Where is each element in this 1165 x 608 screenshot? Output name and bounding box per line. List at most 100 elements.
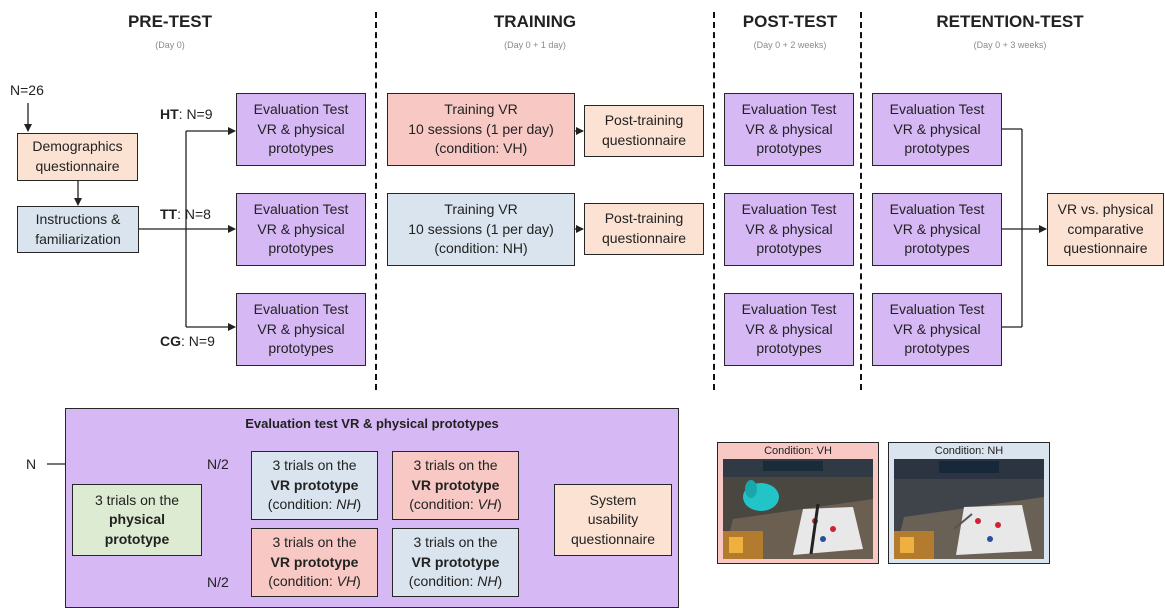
training-vh-line-1: Training VR <box>444 101 518 118</box>
eval-line-1: Evaluation Test <box>741 201 837 218</box>
eval-line-1: Evaluation Test <box>253 101 349 118</box>
comparative-line-1: VR vs. physical <box>1057 201 1154 218</box>
group-code-tt: TT <box>160 206 178 222</box>
panel-half-bottom-label: N/2 <box>207 574 229 590</box>
instructions-line-2: familiarization <box>35 230 121 247</box>
vr-nh-cond-code: NH <box>336 496 357 513</box>
panel-title: Evaluation test VR & physical prototypes <box>245 416 499 431</box>
phase-title-retention: RETENTION-TEST <box>936 12 1084 31</box>
group-n-cg: : N=9 <box>181 333 215 349</box>
post-training-line-2: questionnaire <box>601 230 687 246</box>
phase-sub-retention: (Day 0 + 3 weeks) <box>973 40 1047 50</box>
vr-scene-vh-image <box>723 459 873 559</box>
vr-vh-cond-code: VH <box>477 496 498 513</box>
group-label-tt: TT: N=8 <box>160 206 211 222</box>
vr-vh-first-box: 3 trials on the VR prototype (condition:… <box>251 528 378 597</box>
photo-condition-nh: Condition: NH <box>888 442 1050 564</box>
comparative-line-2: comparative <box>1067 220 1144 237</box>
post-training-questionnaire-nh: Post-training questionnaire <box>584 203 704 255</box>
vr-nh-line-1: 3 trials on the <box>272 457 357 474</box>
retention-eval-tt: Evaluation Test VR & physical prototypes <box>872 193 1002 266</box>
eval-line-2: VR & physical <box>893 220 981 237</box>
training-vh-line-3: (condition: VH) <box>434 140 528 157</box>
vr-nh-second-box: 3 trials on the VR prototype (condition:… <box>392 528 519 597</box>
vr-nh-cond-prefix: (condition: <box>267 496 337 513</box>
sus-line-1: System <box>589 491 637 508</box>
separator-1 <box>375 12 377 390</box>
post-training-line-1: Post-training <box>604 210 684 227</box>
training-vh-line-2: 10 sessions (1 per day) <box>408 120 554 137</box>
training-nh-line-3: (condition: NH) <box>434 240 528 257</box>
training-nh-line-1: Training VR <box>444 201 518 218</box>
sus-line-3: questionnaire <box>570 530 656 547</box>
comparative-line-3: questionnaire <box>1063 240 1148 257</box>
pretest-eval-tt: Evaluation Test VR & physical prototypes <box>236 193 366 266</box>
physical-line-2: physical <box>108 511 166 528</box>
vr-vh-cond-prefix: (condition: <box>409 496 478 513</box>
vr-nh-line-2: VR prototype <box>270 476 359 493</box>
phase-sub-posttest: (Day 0 + 2 weeks) <box>753 40 827 50</box>
group-code-ht: HT <box>160 106 179 122</box>
instructions-box: Instructions & familiarization <box>17 206 139 253</box>
demographics-box: Demographics questionnaire <box>17 133 138 181</box>
eval-line-2: VR & physical <box>893 120 981 137</box>
vr-vh-line-2: VR prototype <box>270 553 359 570</box>
phase-title-pretest: PRE-TEST <box>127 12 213 31</box>
posttest-eval-ht: Evaluation Test VR & physical prototypes <box>724 93 854 166</box>
vr-vh-cond-prefix: (condition: <box>268 573 337 590</box>
vr-nh-line-3: (condition: NH) <box>409 572 502 592</box>
phase-title-posttest: POST-TEST <box>742 12 838 31</box>
vr-vh-cond-code: VH <box>336 573 357 590</box>
phase-title-training: TRAINING <box>493 12 577 31</box>
vr-vh-cond-suffix: ) <box>356 573 361 590</box>
training-vh-box: Training VR 10 sessions (1 per day) (con… <box>387 93 575 166</box>
photo-caption-vh: Condition: VH <box>764 445 832 457</box>
vr-scene-nh-image <box>894 459 1044 559</box>
eval-line-1: Evaluation Test <box>741 101 837 118</box>
pretest-eval-ht: Evaluation Test VR & physical prototypes <box>236 93 366 166</box>
eval-line-2: VR & physical <box>745 120 833 137</box>
retention-eval-cg: Evaluation Test VR & physical prototypes <box>872 293 1002 366</box>
eval-line-2: VR & physical <box>257 320 345 337</box>
group-label-cg: CG: N=9 <box>160 333 215 349</box>
sus-questionnaire-box: System usability questionnaire <box>554 484 672 556</box>
vr-nh-first-box: 3 trials on the VR prototype (condition:… <box>251 451 378 520</box>
separator-2 <box>713 12 715 390</box>
eval-line-2: VR & physical <box>257 220 345 237</box>
vr-nh-cond-prefix: (condition: <box>408 573 478 590</box>
vr-vh-line-2: VR prototype <box>411 476 500 493</box>
vr-vh-line-1: 3 trials on the <box>272 534 357 551</box>
eval-line-2: VR & physical <box>893 320 981 337</box>
pretest-eval-cg: Evaluation Test VR & physical prototypes <box>236 293 366 366</box>
posttest-eval-tt: Evaluation Test VR & physical prototypes <box>724 193 854 266</box>
physical-line-1: 3 trials on the <box>94 491 180 508</box>
post-training-line-1: Post-training <box>604 112 684 129</box>
eval-line-1: Evaluation Test <box>889 101 985 118</box>
vr-vh-second-box: 3 trials on the VR prototype (condition:… <box>392 451 519 520</box>
posttest-eval-cg: Evaluation Test VR & physical prototypes <box>724 293 854 366</box>
vr-vh-cond-suffix: ) <box>497 496 502 513</box>
training-nh-box: Training VR 10 sessions (1 per day) (con… <box>387 193 575 266</box>
group-n-tt: : N=8 <box>177 206 211 222</box>
eval-line-1: Evaluation Test <box>253 201 349 218</box>
training-nh-line-2: 10 sessions (1 per day) <box>408 220 554 237</box>
eval-line-2: VR & physical <box>257 120 345 137</box>
vr-nh-cond-code: NH <box>477 573 498 590</box>
vr-nh-line-3: (condition: NH) <box>268 495 361 515</box>
vr-vh-line-3: (condition: VH) <box>409 495 502 515</box>
eval-line-2: VR & physical <box>745 320 833 337</box>
eval-line-2: VR & physical <box>745 220 833 237</box>
eval-line-3: prototypes <box>268 340 334 357</box>
physical-prototype-box: 3 trials on the physical prototype <box>72 484 202 556</box>
eval-line-1: Evaluation Test <box>889 301 985 318</box>
eval-line-3: prototypes <box>756 240 822 257</box>
vr-nh-cond-suffix: ) <box>356 496 362 513</box>
eval-line-1: Evaluation Test <box>889 201 985 218</box>
post-training-line-2: questionnaire <box>601 132 687 148</box>
group-code-cg: CG <box>160 333 181 349</box>
eval-line-1: Evaluation Test <box>741 301 837 318</box>
separator-3 <box>860 12 862 390</box>
vr-vh-line-1: 3 trials on the <box>413 457 498 474</box>
eval-line-3: prototypes <box>904 140 970 157</box>
phase-sub-pretest: (Day 0) <box>155 40 185 50</box>
